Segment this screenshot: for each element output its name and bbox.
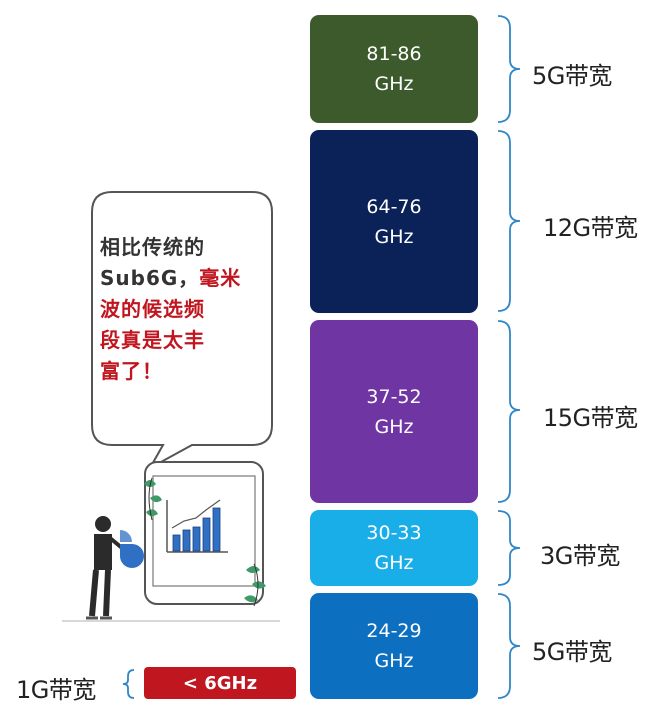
bubble-line-4: 段真是太丰 <box>100 328 205 352</box>
bubble-text: 相比传统的 Sub6G，毫米 波的候选频 段真是太丰 富了！ <box>100 232 270 387</box>
sub6-band: < 6GHz <box>144 667 296 699</box>
person-head <box>95 516 111 532</box>
bubble-line-3: 波的候选频 <box>100 297 205 321</box>
person-legs <box>89 569 111 617</box>
bubble-line-2-red: 毫米 <box>199 266 242 290</box>
mini-bar-chart <box>172 507 221 552</box>
curly-brackets <box>122 15 521 699</box>
bracket-sub6 <box>122 669 135 699</box>
bracket-5 <box>497 593 521 699</box>
bracket-3 <box>497 320 521 503</box>
tablet-illustration <box>62 461 280 622</box>
band-range: 30-33 <box>366 522 422 544</box>
band-30-33: 30-33 GHz <box>310 510 478 586</box>
bandwidth-label-5: 5G带宽 <box>532 638 612 666</box>
speech-bubble <box>91 191 273 471</box>
bubble-line-5: 富了！ <box>100 359 163 383</box>
bandwidth-label-1: 5G带宽 <box>532 62 612 90</box>
bandwidth-label-3: 15G带宽 <box>543 404 638 432</box>
band-37-52: 37-52 GHz <box>310 320 478 503</box>
sub6-bandwidth-label: 1G带宽 <box>16 676 96 704</box>
band-unit: GHz <box>374 225 414 248</box>
bandwidth-label-4: 3G带宽 <box>540 542 620 570</box>
leaf-decoration <box>144 480 266 603</box>
band-24-29: 24-29 GHz <box>310 593 478 699</box>
band-81-86: 81-86 GHz <box>310 15 478 123</box>
band-range: 24-29 <box>366 620 422 642</box>
person-body <box>94 534 112 570</box>
bubble-line-2: Sub6G，毫米 <box>100 263 270 294</box>
bubble-line-2-dark: Sub6G， <box>100 266 200 290</box>
band-range: 37-52 <box>366 385 422 408</box>
bandwidth-label-2: 12G带宽 <box>543 214 638 242</box>
person-illustration <box>86 516 144 620</box>
band-range: 64-76 <box>366 195 422 218</box>
bracket-2 <box>497 130 521 312</box>
band-unit: GHz <box>374 415 414 438</box>
band-unit: GHz <box>374 650 414 672</box>
chart-trend-line <box>171 499 221 529</box>
band-64-76: 64-76 GHz <box>310 130 478 313</box>
bracket-4 <box>497 510 521 586</box>
band-unit: GHz <box>374 73 414 95</box>
pie-chart-icon <box>120 544 144 568</box>
band-unit: GHz <box>374 552 414 574</box>
band-range: 81-86 <box>366 43 422 65</box>
bubble-line-1: 相比传统的 <box>100 235 205 259</box>
bracket-1 <box>497 15 521 123</box>
